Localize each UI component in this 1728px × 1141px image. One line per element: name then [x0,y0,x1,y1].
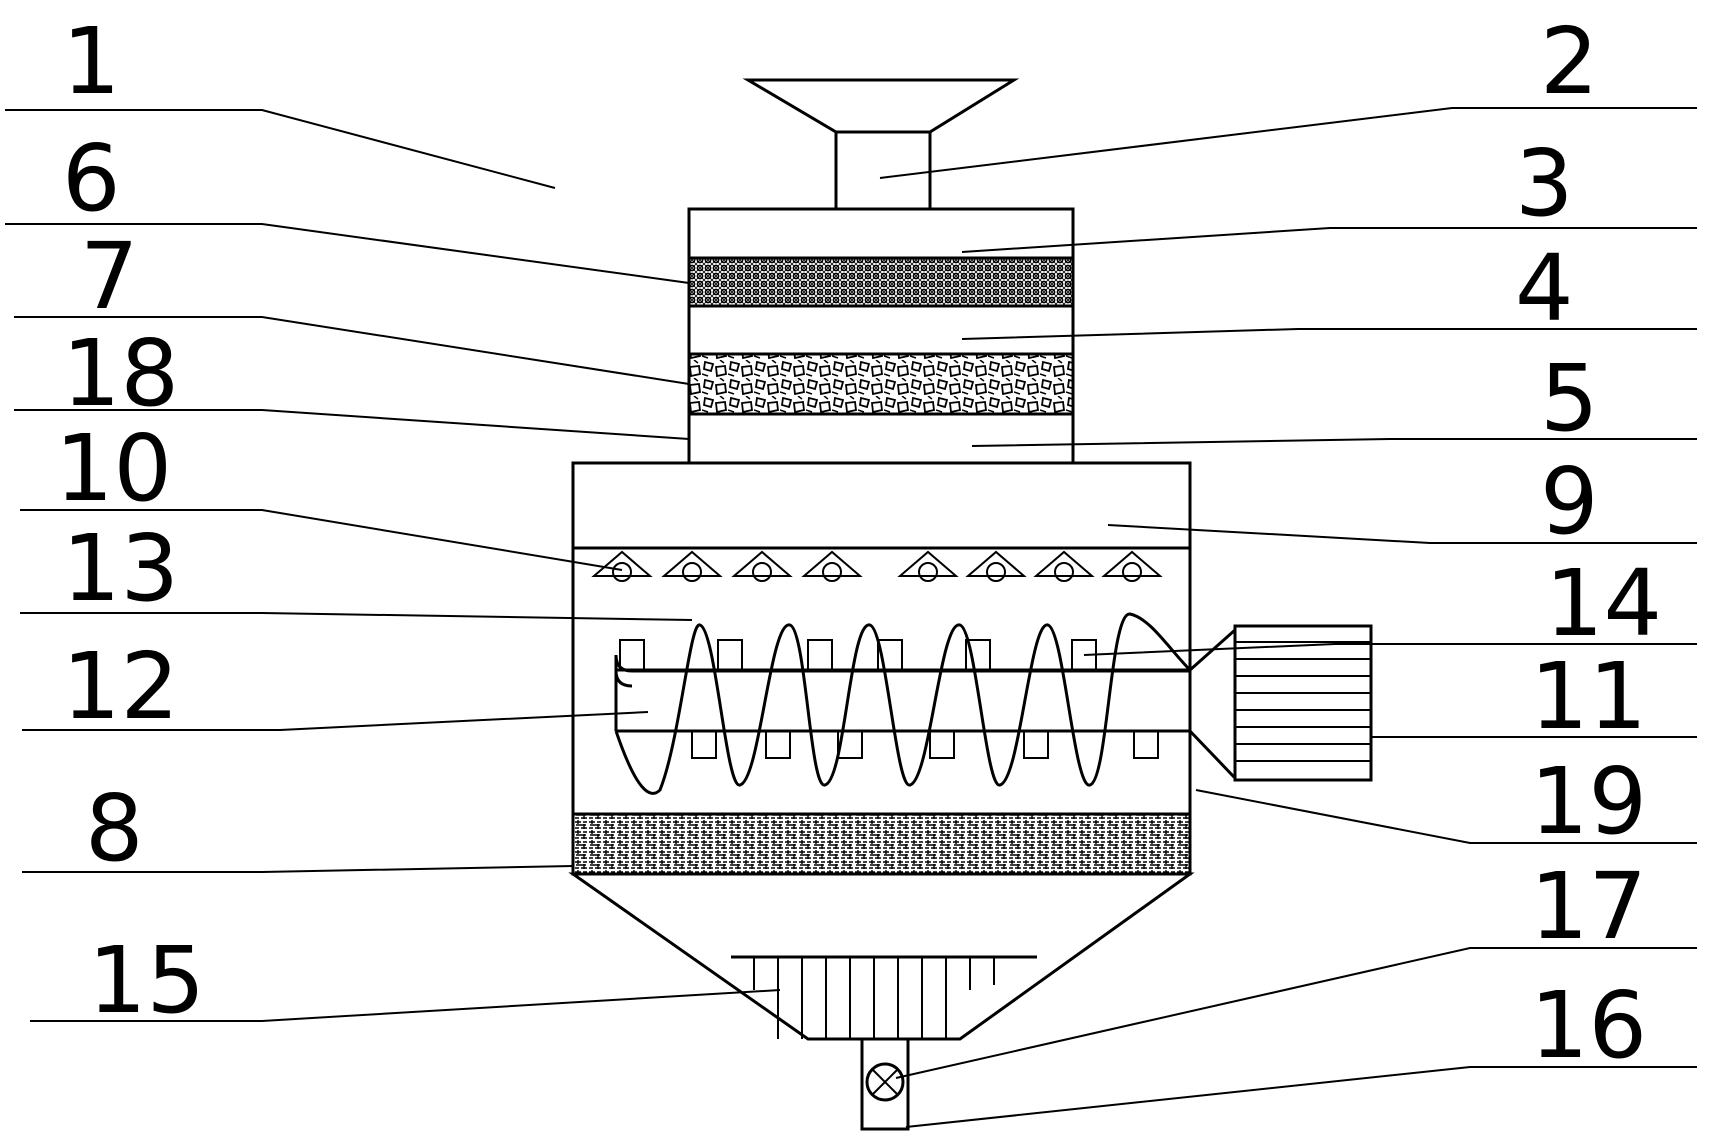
callout-10: 10 [55,415,172,522]
leader-line-19 [1195,789,1697,844]
leader-line-17 [895,947,1697,1079]
callout-7: 7 [80,223,139,330]
callout-4: 4 [1515,235,1574,342]
callout-5: 5 [1540,345,1599,452]
leader-line-12 [22,711,649,731]
leader-line-1 [5,109,556,189]
leader-line-13 [20,612,693,621]
leader-line-6 [5,223,690,284]
leader-line-9 [1107,524,1697,544]
upper-column-body [687,207,1075,465]
leader-line-10 [20,509,623,571]
callout-15: 15 [88,927,205,1034]
callout-8: 8 [85,775,144,882]
callout-2: 2 [1540,8,1599,115]
leader-line-14 [1083,643,1697,656]
callout-3: 3 [1515,130,1574,237]
callout-6: 6 [62,125,121,232]
feed-hopper [742,78,1020,134]
callout-12: 12 [62,633,179,740]
leader-line-16 [905,1066,1697,1128]
leader-line-15 [30,989,781,1022]
callout-17: 17 [1530,853,1647,960]
callout-1: 1 [62,8,121,115]
feed-pipe [834,130,932,211]
leader-line-8 [22,865,574,873]
fine-mesh-layer [687,256,1075,308]
spray-nozzle [965,550,1027,582]
callout-19: 19 [1530,748,1647,855]
callout-9: 9 [1540,448,1599,555]
spray-nozzle [731,550,793,582]
filter-layer [571,812,1192,876]
callout-16: 16 [1530,972,1647,1079]
leader-line-5 [971,438,1697,447]
callout-11: 11 [1530,643,1647,750]
leader-line-3 [961,227,1697,253]
spray-nozzle [661,550,723,582]
conical-bottom [568,872,1195,1041]
leader-line-7 [14,316,690,385]
outlet-valve-icon [865,1062,905,1102]
spray-nozzle [591,550,653,582]
leader-lines [5,107,1697,1128]
spray-nozzle-row [591,550,1163,582]
spray-nozzle [897,550,959,582]
callout-labels: 1 2 3 4 5 6 7 18 10 9 13 14 12 11 19 8 1… [55,8,1662,1079]
helical-ribbon [614,612,1192,795]
leader-line-4 [961,328,1697,340]
outlet-pipe [860,1037,910,1131]
callout-18: 18 [62,320,179,427]
leader-line-2 [879,107,1697,179]
drive-motor [1188,624,1373,782]
callout-14: 14 [1545,550,1662,657]
spray-nozzle [801,550,863,582]
leader-line-18 [14,409,690,440]
coarse-mesh-layer [687,352,1075,416]
spray-nozzle [1033,550,1095,582]
callout-13: 13 [62,515,179,622]
spray-nozzle [1101,550,1163,582]
discharge-grate [731,955,1037,1039]
